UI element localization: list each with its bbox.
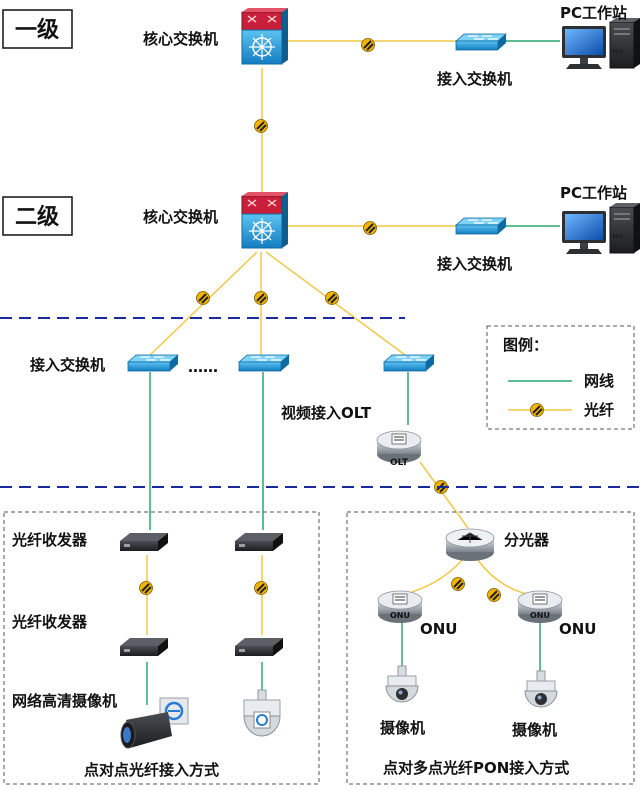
access-switch-row-label: 接入交换机	[30, 356, 105, 374]
p2p-method-label: 点对点光纤接入方式	[84, 761, 219, 779]
fiber-marker	[253, 580, 269, 596]
core-switch-icon	[241, 7, 289, 65]
fiber-marker	[138, 580, 154, 596]
legend-fiber-label: 光纤	[583, 401, 614, 419]
fiber-transceiver-1-label: 光纤收发器	[11, 531, 88, 549]
pc-workstation-icon	[561, 202, 640, 255]
access-switch-2-label: 接入交换机	[437, 255, 512, 273]
bullet-camera-icon	[120, 697, 189, 749]
pc-workstation-1-label: PC工作站	[560, 4, 627, 22]
fiber-marker	[450, 576, 466, 592]
level2-box	[2, 196, 73, 236]
camera-1-label: 摄像机	[380, 719, 425, 737]
fiber-link-splitter-onu1	[401, 559, 463, 596]
onu-badge: ONU	[530, 611, 550, 620]
fiber-marker	[253, 290, 269, 306]
level1-label: 一级	[15, 17, 59, 43]
video-olt-label: 视频接入OLT	[281, 404, 372, 422]
pc-workstation-2-label: PC工作站	[560, 184, 627, 202]
legend-title: 图例：	[503, 336, 548, 354]
olt-badge: OLT	[390, 458, 409, 468]
core-switch-icon	[241, 191, 289, 249]
fiber-transceiver-icon	[235, 638, 283, 656]
splitter-label: 分光器	[504, 531, 550, 549]
onu-badge: ONU	[390, 611, 410, 620]
legend-fiber-marker	[529, 402, 545, 418]
pc-brand-label: P&G	[613, 234, 624, 240]
onu-2-label: ONU	[559, 620, 597, 638]
fiber-marker	[324, 290, 340, 306]
fiber-transceiver-icon	[120, 638, 168, 656]
fiber-marker	[486, 587, 502, 603]
onu-1-label: ONU	[420, 620, 458, 638]
fiber-marker	[362, 220, 378, 236]
ellipsis-label: ……	[188, 358, 218, 376]
legend-network-line-label: 网线	[584, 372, 614, 390]
hd-camera-label: 网络高清摄像机	[12, 692, 117, 710]
fiber-marker	[360, 37, 376, 53]
access-switch-icon	[238, 354, 290, 372]
fiber-link-splitter-onu2	[477, 559, 537, 597]
access-switch-icon	[383, 354, 435, 372]
fiber-transceiver-icon	[235, 533, 283, 551]
camera-2-label: 摄像机	[512, 721, 557, 739]
fiber-link-olt-splitter	[419, 461, 469, 529]
dome-camera-icon	[524, 670, 558, 708]
fiber-transceiver-2-label: 光纤收发器	[11, 613, 88, 631]
dome-camera-icon	[385, 665, 419, 703]
fiber-marker	[253, 118, 269, 134]
access-switch-icon	[455, 217, 507, 235]
level2-label: 二级	[15, 204, 59, 230]
pon-method-label: 点对多点光纤PON接入方式	[383, 759, 569, 777]
pc-brand-label: P&G	[613, 49, 624, 55]
legend-box	[486, 325, 635, 430]
dome-camera-icon	[243, 689, 281, 737]
level1-box	[2, 9, 73, 49]
access-switch-1-label: 接入交换机	[437, 70, 512, 88]
access-switch-icon	[127, 354, 179, 372]
core-switch-2-label: 核心交换机	[143, 208, 218, 226]
fiber-transceiver-icon	[120, 533, 168, 551]
core-switch-1-label: 核心交换机	[143, 30, 218, 48]
pon-group-box	[346, 511, 635, 785]
pc-workstation-icon	[561, 17, 640, 70]
splitter-icon	[445, 528, 495, 561]
p2p-group-box	[3, 511, 320, 785]
access-switch-icon	[455, 33, 507, 51]
fiber-marker	[195, 290, 211, 306]
